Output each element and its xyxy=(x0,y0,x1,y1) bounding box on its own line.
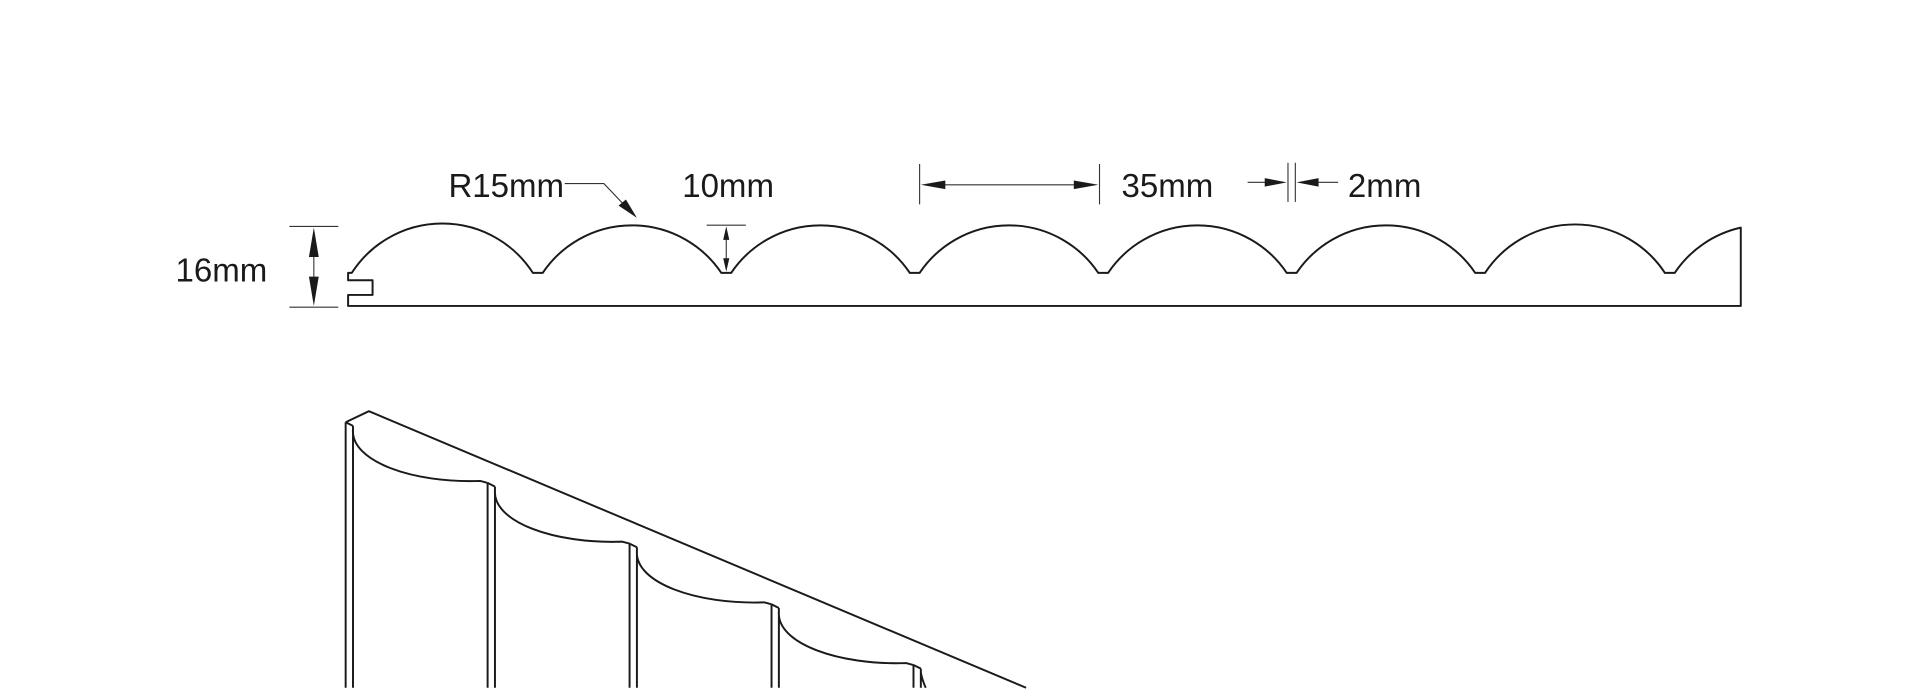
leader-arrowhead-icon xyxy=(618,199,637,218)
profile-view: 16mm R15mm 10mm 35mm xyxy=(176,162,1742,308)
arrowhead-right-icon xyxy=(1073,180,1099,190)
arrowhead-right-icon xyxy=(1264,178,1287,187)
fluted-panel-profile xyxy=(347,222,1742,307)
flute-face xyxy=(912,664,927,689)
arrowhead-down-icon xyxy=(723,258,730,272)
thickness-dimension: 16mm xyxy=(176,225,339,308)
arrowhead-down-icon xyxy=(308,276,319,306)
pitch-dimension: 35mm xyxy=(919,163,1214,205)
arrowhead-left-icon xyxy=(1296,178,1319,187)
arrowhead-left-icon xyxy=(920,180,946,190)
flute-face xyxy=(770,603,914,688)
thickness-label: 16mm xyxy=(176,252,268,289)
gap-dimension: 2mm xyxy=(1247,162,1421,205)
radius-dimension: R15mm xyxy=(448,168,637,218)
panel-top-edge xyxy=(345,410,1027,689)
radius-label: R15mm xyxy=(448,168,564,205)
flute-face xyxy=(344,421,488,688)
gap-label: 2mm xyxy=(1348,168,1421,205)
flute-face xyxy=(628,542,772,688)
depth-dimension: 10mm xyxy=(682,168,774,272)
flute-face xyxy=(486,482,630,688)
depth-label: 10mm xyxy=(682,168,774,205)
pitch-label: 35mm xyxy=(1122,168,1214,205)
arrowhead-up-icon xyxy=(308,227,319,257)
arrowhead-up-icon xyxy=(723,226,730,240)
isometric-view xyxy=(344,410,1027,689)
